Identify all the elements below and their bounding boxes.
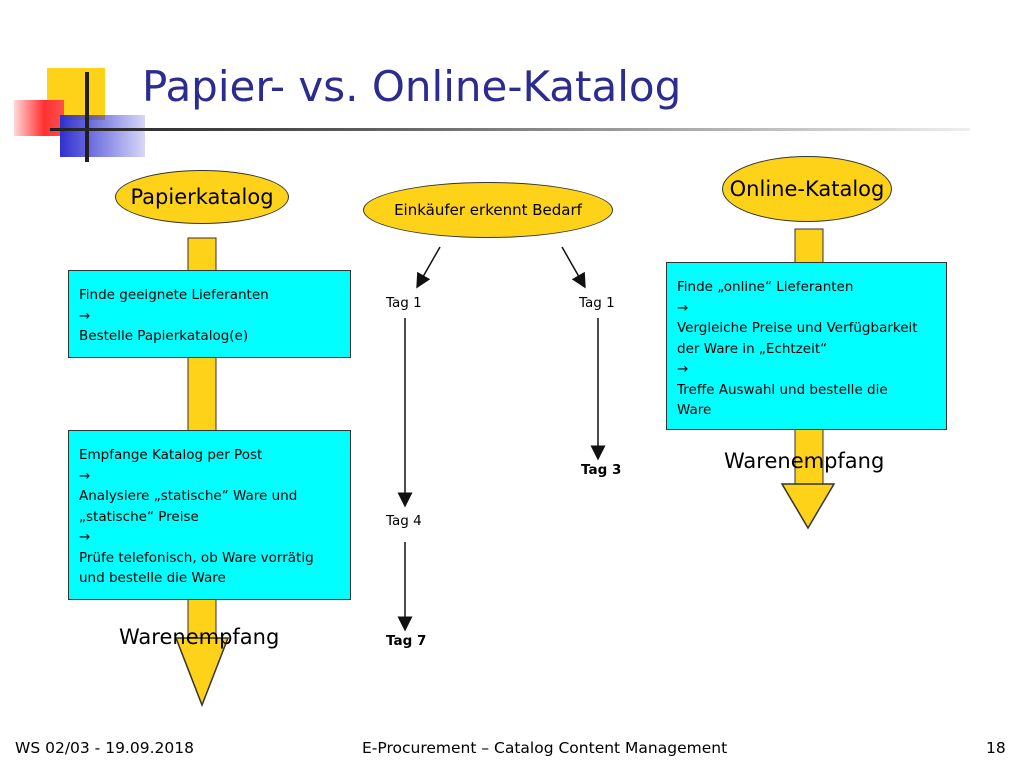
box1-line: Finde geeignete Lieferanten	[79, 287, 269, 303]
box3-arrow-glyph: →	[677, 361, 689, 377]
box2-line: Empfange Katalog per Post	[79, 447, 263, 463]
box2-line: und bestelle die Ware	[79, 570, 226, 586]
box1-line: Bestelle Papierkatalog(e)	[79, 328, 249, 344]
oval-papierkatalog: Papierkatalog	[115, 170, 289, 224]
tag-left-start: Tag 1	[386, 295, 422, 311]
tag-right-end: Tag 3	[581, 462, 622, 478]
title-underline	[50, 128, 970, 131]
box2-line: Prüfe telefonisch, ob Ware vorrätig	[79, 549, 314, 566]
box3-line: der Ware in „Echtzeit“	[677, 340, 828, 357]
box2-line: Analysiere „statische“ Ware und	[79, 488, 298, 504]
branch-arrow-right	[561, 246, 586, 289]
oval-einkaeufer-bedarf: Einkäufer erkennt Bedarf	[363, 182, 613, 238]
box3-line: Finde „online“ Lieferanten	[677, 279, 854, 295]
box2-arrow-glyph: →	[79, 529, 91, 545]
tag-right-start: Tag 1	[579, 295, 615, 311]
step-box-lieferanten-papier: Finde geeignete Lieferanten → Bestelle P…	[68, 270, 351, 358]
oval-online-katalog: Online-Katalog	[722, 156, 892, 222]
box2-arrow-glyph: →	[79, 467, 91, 484]
slide-title: Papier- vs. Online-Katalog	[142, 62, 682, 111]
tag-left-end: Tag 7	[386, 633, 427, 649]
box3-line: Ware	[677, 402, 712, 418]
footer-date: WS 02/03 - 19.09.2018	[15, 739, 194, 757]
left-flow-arrowhead	[174, 637, 230, 708]
branch-arrow-left	[416, 246, 441, 289]
label-warenempfang-papier: Warenempfang	[119, 625, 280, 649]
right-flow-arrowhead	[780, 483, 836, 530]
footer-page-number: 18	[986, 739, 1006, 757]
box3-line: Vergleiche Preise und Verfügbarkeit	[677, 320, 918, 336]
step-box-online-lieferanten: Finde „online“ Lieferanten → Vergleiche …	[666, 262, 947, 430]
title-decoration-vertical-line	[85, 72, 89, 162]
label-warenempfang-online: Warenempfang	[724, 449, 885, 473]
title-decoration-blue	[60, 115, 145, 157]
box3-arrow-glyph: →	[677, 299, 689, 316]
box1-arrow-glyph: →	[79, 307, 91, 324]
step-box-katalog-post: Empfange Katalog per Post → Analysiere „…	[68, 430, 351, 600]
box2-line: „statische“ Preise	[79, 508, 199, 525]
box3-line: Treffe Auswahl und bestelle die	[677, 381, 888, 398]
tag-left-mid: Tag 4	[386, 513, 422, 529]
footer-course-title: E-Procurement – Catalog Content Manageme…	[362, 739, 728, 757]
